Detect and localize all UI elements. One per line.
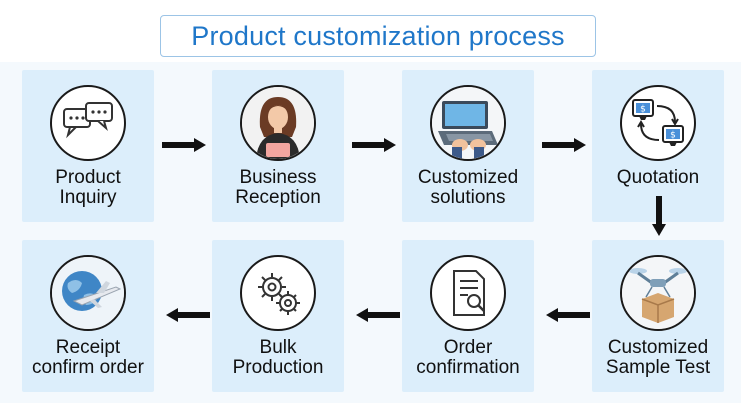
step-label-line1: Receipt — [55, 337, 121, 358]
chat-bubbles-icon — [50, 85, 126, 161]
drone-box-icon — [620, 255, 696, 331]
step-product-inquiry: Product Inquiry — [22, 70, 154, 222]
step-label-line1: Quotation — [616, 167, 700, 188]
arrow-right-icon — [352, 138, 396, 152]
step-label: Quotation — [592, 168, 724, 188]
gears-icon — [240, 255, 316, 331]
arrow-left-icon — [166, 308, 210, 322]
globe-airplane-icon — [50, 255, 126, 331]
page-title-text: Product customization process — [191, 20, 565, 51]
step-label-line1: Customized — [417, 167, 519, 188]
step-label: Bulk Production — [212, 338, 344, 378]
arrow-down-icon — [652, 196, 666, 236]
step-label-line1: Bulk — [259, 337, 297, 358]
svg-text:$: $ — [670, 131, 676, 141]
step-label-line1: Customized — [607, 337, 709, 358]
step-label-line2: Reception — [235, 187, 321, 208]
step-label-line1: Product — [55, 167, 121, 188]
step-bulk-production: Bulk Production — [212, 240, 344, 392]
step-label: Business Reception — [212, 168, 344, 208]
step-label: Product Inquiry — [22, 168, 154, 208]
step-label-line2: Production — [232, 357, 324, 378]
arrow-left-icon — [356, 308, 400, 322]
price-exchange-icon: $ $ — [620, 85, 696, 161]
page-title: Product customization process — [160, 15, 596, 57]
step-label-line1: Order — [443, 337, 493, 358]
laptop-typing-icon — [430, 85, 506, 161]
step-label: Receipt confirm order — [22, 338, 154, 378]
step-order-confirmation: Order confirmation — [402, 240, 534, 392]
step-label-line2: solutions — [430, 187, 506, 208]
arrow-right-icon — [542, 138, 586, 152]
step-label-line2: Sample Test — [605, 357, 711, 378]
svg-text:$: $ — [640, 105, 646, 115]
step-customized-sample-test: Customized Sample Test — [592, 240, 724, 392]
document-search-icon — [430, 255, 506, 331]
receptionist-icon — [240, 85, 316, 161]
step-label-line2: confirm order — [32, 357, 144, 378]
step-label: Customized solutions — [402, 168, 534, 208]
step-receipt-confirm-order: Receipt confirm order — [22, 240, 154, 392]
step-label-line2: confirmation — [416, 357, 520, 378]
step-customized-solutions: Customized solutions — [402, 70, 534, 222]
arrow-right-icon — [162, 138, 206, 152]
step-label: Customized Sample Test — [592, 338, 724, 378]
step-business-reception: Business Reception — [212, 70, 344, 222]
arrow-left-icon — [546, 308, 590, 322]
step-label-line1: Business — [239, 167, 317, 188]
step-label: Order confirmation — [402, 338, 534, 378]
step-label-line2: Inquiry — [59, 187, 117, 208]
